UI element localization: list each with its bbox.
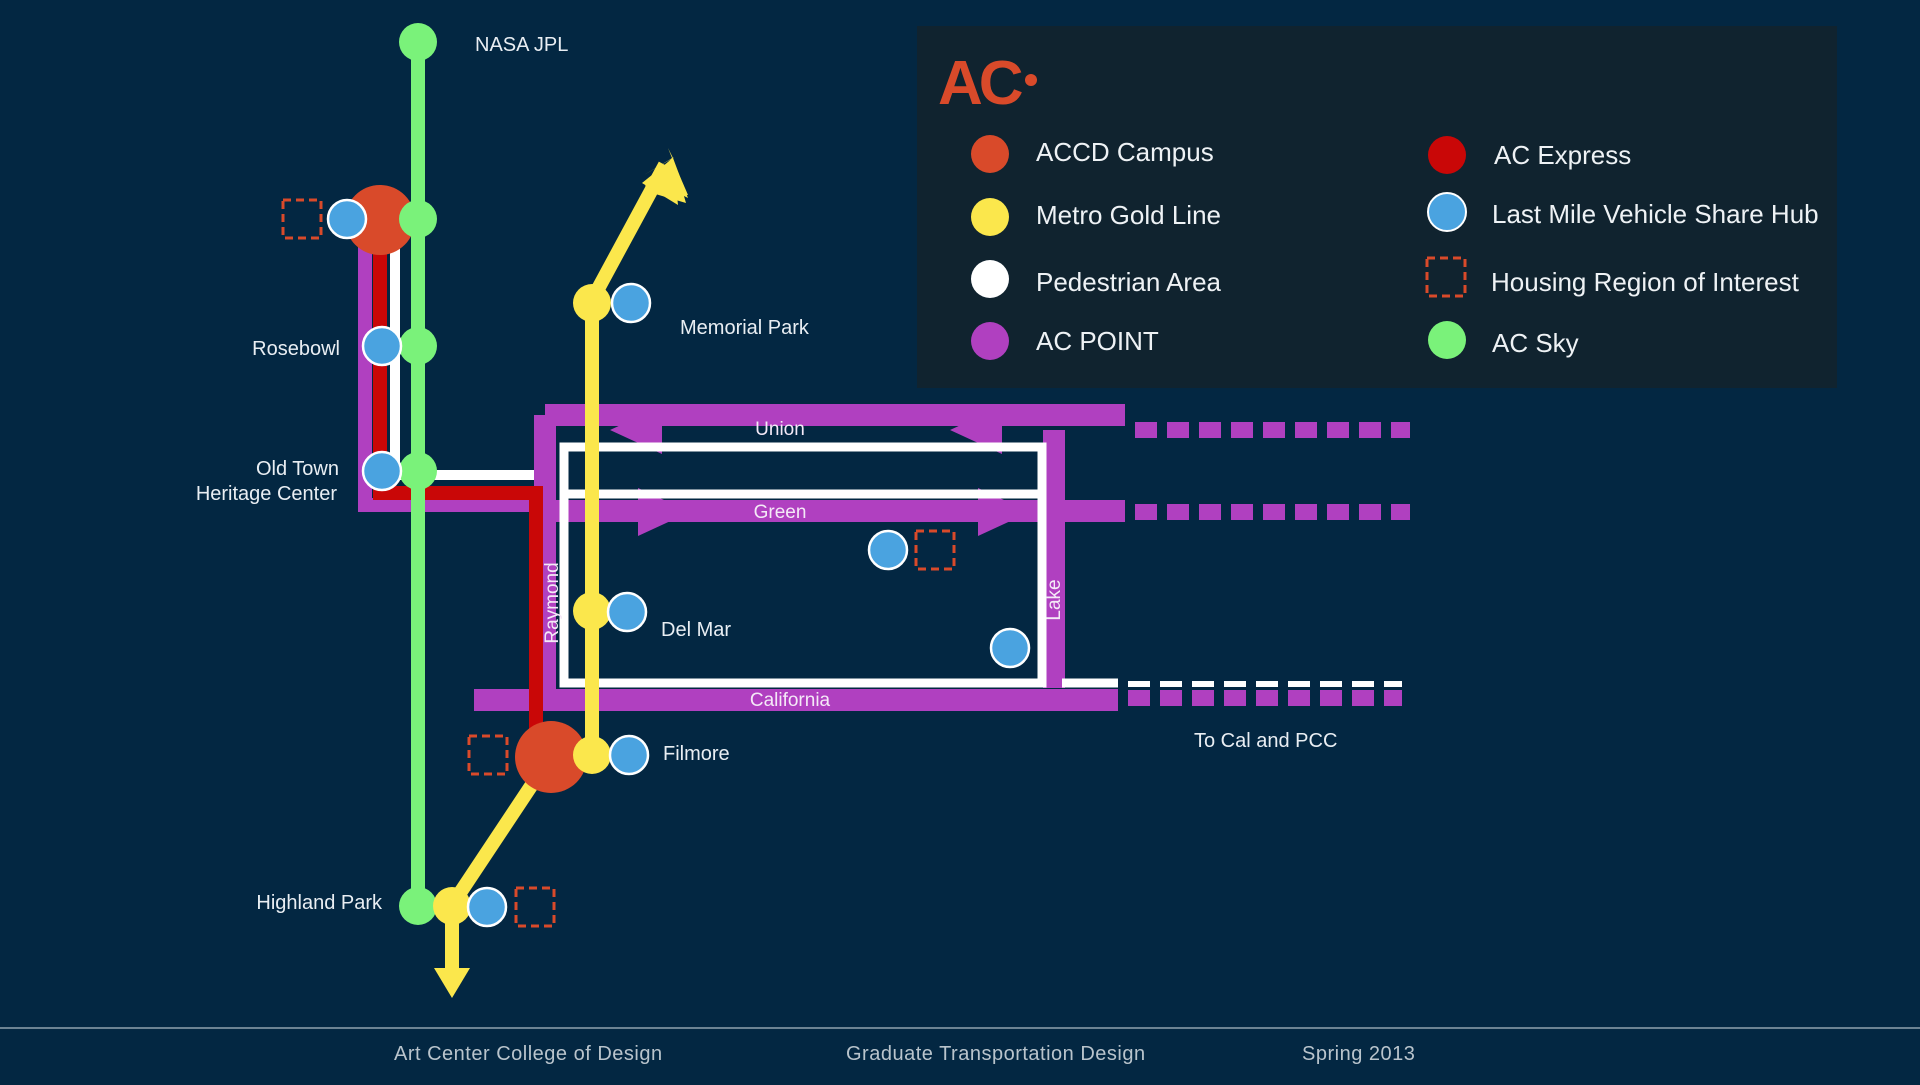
label-del-mar: Del Mar	[661, 619, 731, 641]
hub-old-town	[361, 450, 403, 492]
label-memorial-park: Memorial Park	[680, 317, 810, 339]
station-labels: NASA JPL Rosebowl Old Town Heritage Cent…	[196, 34, 1338, 914]
gold-station-memorial-park	[573, 284, 611, 322]
last-mile-hub-dot	[1427, 192, 1467, 232]
legend-label-ac-point: AC POINT	[1036, 326, 1159, 356]
pedestrian-area-dot	[971, 260, 1009, 298]
legend-label-pedestrian-area: Pedestrian Area	[1036, 267, 1222, 297]
california-street-band	[474, 689, 1118, 711]
housing-region-north	[281, 198, 323, 240]
sky-station-highland-park	[399, 887, 437, 925]
legend-label-ac-express: AC Express	[1494, 140, 1631, 170]
hub-green-street	[867, 529, 909, 571]
gold-station-highland-park	[433, 887, 471, 925]
union-arrow-left-1	[610, 406, 662, 454]
ac-logo: AC	[938, 49, 1023, 118]
label-nasa-jpl: NASA JPL	[475, 34, 568, 56]
housing-region-highland-park	[514, 886, 556, 928]
street-label-union: Union	[755, 419, 805, 440]
green-arrow-right-2	[978, 488, 1030, 536]
ac-point-dot	[971, 322, 1009, 360]
legend-label-last-mile-hub: Last Mile Vehicle Share Hub	[1492, 199, 1819, 229]
legend-panel: AC ACCD Campus Metro Gold Line Pedestria…	[917, 26, 1837, 388]
street-label-lake: Lake	[1044, 579, 1065, 620]
label-rosebowl: Rosebowl	[252, 338, 340, 360]
accd-campus-north	[345, 185, 415, 255]
hub-lake	[989, 627, 1031, 669]
footer-college: Art Center College of Design	[394, 1043, 663, 1065]
label-highland-park: Highland Park	[256, 892, 383, 914]
gold-line-south-arrow	[434, 968, 470, 998]
union-arrow-left-2	[950, 406, 1002, 454]
legend-label-metro-gold-line: Metro Gold Line	[1036, 200, 1221, 230]
hub-highland-park	[466, 886, 508, 928]
ac-point-west-route	[358, 215, 545, 512]
accd-campus-south	[515, 721, 587, 793]
gold-station-del-mar	[573, 592, 611, 630]
green-arrow-right-1	[638, 488, 690, 536]
sky-station-nasa-jpl	[399, 23, 437, 61]
label-old-town-line2: Heritage Center	[196, 483, 338, 505]
legend-label-ac-sky: AC Sky	[1492, 328, 1579, 358]
sky-station-rosebowl	[399, 327, 437, 365]
hub-memorial-park	[610, 282, 652, 324]
pedestrian-downtown-loop	[559, 442, 1047, 688]
metro-gold-line-dot	[971, 198, 1009, 236]
street-label-raymond: Raymond	[542, 562, 563, 643]
hub-del-mar	[606, 591, 648, 633]
gold-station-filmore	[573, 736, 611, 774]
legend-background	[917, 26, 1837, 388]
footer: Art Center College of Design Graduate Tr…	[0, 1027, 1920, 1065]
metro-gold-line-north	[585, 161, 672, 745]
ac-sky-dot	[1428, 321, 1466, 359]
hub-campus-north	[326, 198, 368, 240]
legend-label-housing-region: Housing Region of Interest	[1491, 267, 1800, 297]
ac-express-dot	[1428, 136, 1466, 174]
ac-logo-dot	[1025, 74, 1037, 86]
label-to-cal-pcc: To Cal and PCC	[1194, 730, 1337, 752]
street-label-california: California	[750, 690, 831, 711]
housing-region-green	[914, 529, 956, 571]
hub-filmore	[608, 734, 650, 776]
label-old-town-line1: Old Town	[256, 458, 339, 480]
legend-label-accd-campus: ACCD Campus	[1036, 137, 1214, 167]
street-labels: Union Green California Raymond Lake	[542, 419, 1065, 711]
label-filmore: Filmore	[663, 743, 730, 765]
footer-term: Spring 2013	[1302, 1043, 1415, 1065]
housing-region-square	[1425, 256, 1467, 298]
sky-station-old-town	[399, 452, 437, 490]
accd-campus-dot	[971, 135, 1009, 173]
sky-station-campus	[399, 200, 437, 238]
footer-program: Graduate Transportation Design	[846, 1043, 1146, 1065]
housing-region-filmore	[467, 734, 509, 776]
hub-rosebowl	[361, 325, 403, 367]
station-markers	[281, 23, 1031, 928]
street-label-green: Green	[754, 502, 807, 523]
